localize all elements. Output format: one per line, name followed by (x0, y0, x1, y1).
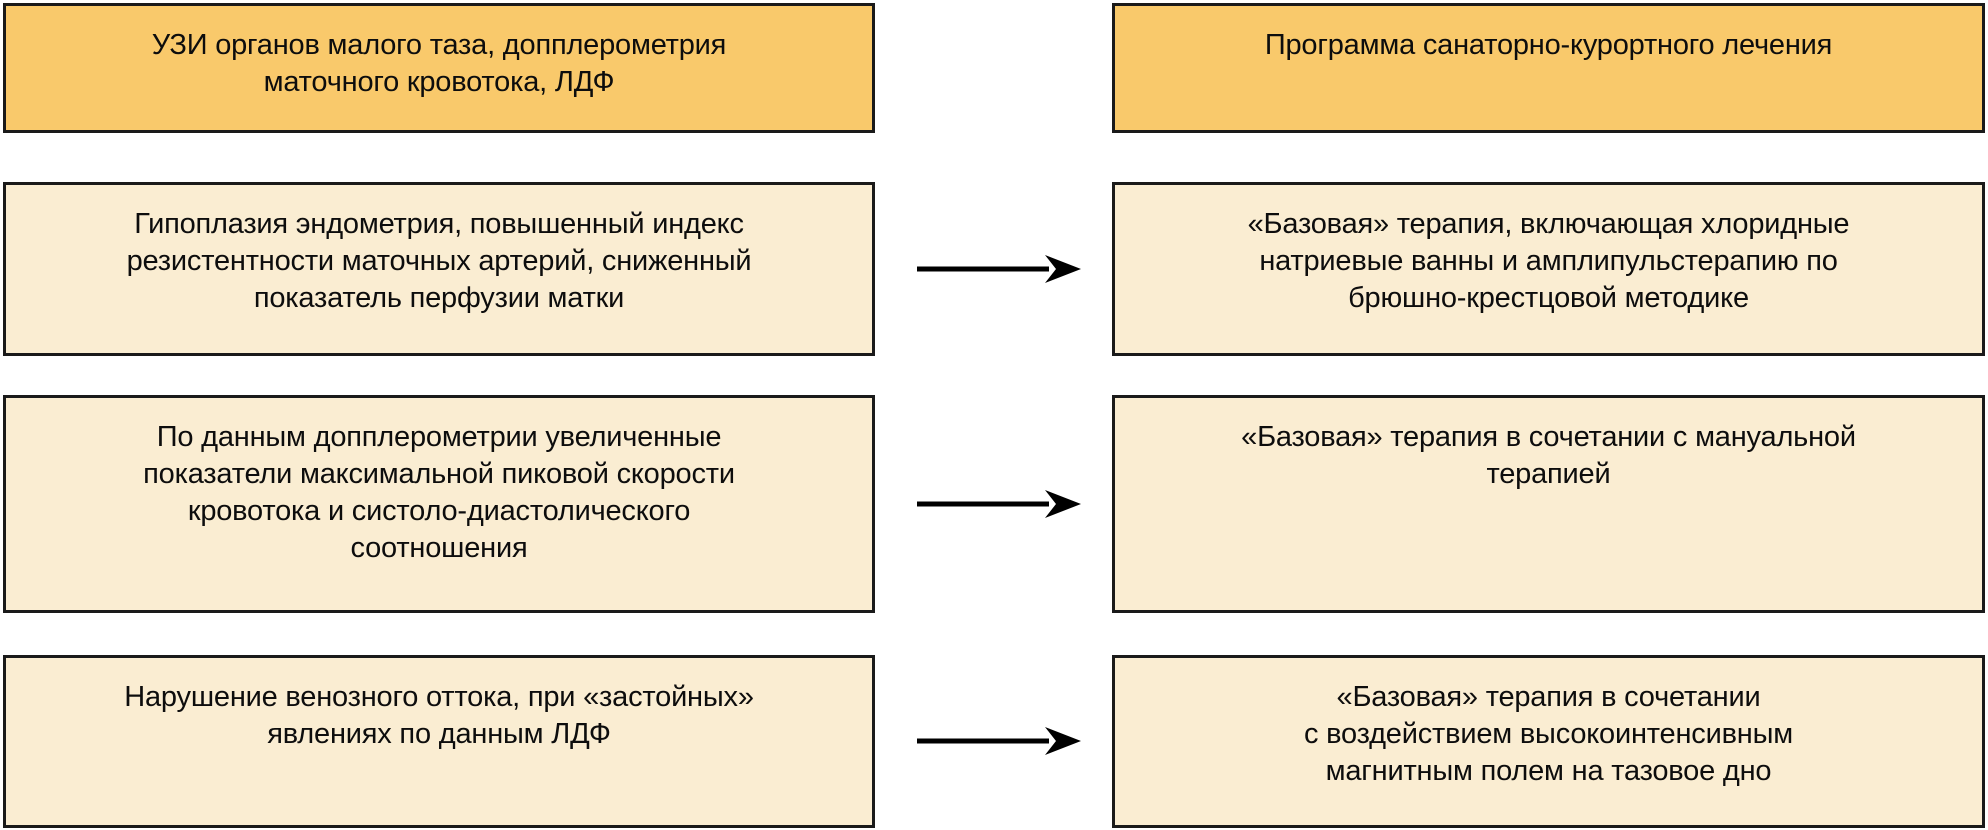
right-arrow-icon (915, 719, 1083, 763)
finding-box-venous-outflow: Нарушение венозного оттока, при «застойн… (3, 655, 875, 828)
treatment-box-manual-therapy: «Базовая» терапия в сочетании с мануальн… (1112, 395, 1985, 613)
header-box-treatment-program: Программа санаторно-курортного лечения (1112, 3, 1985, 133)
right-arrow-icon (915, 247, 1083, 291)
treatment-box-magnetic-field: «Базовая» терапия в сочетании с воздейст… (1112, 655, 1985, 828)
finding-box-endometrial-hypoplasia: Гипоплазия эндометрия, повышенный индекс… (3, 182, 875, 356)
finding-box-doppler-increased-velocity: По данным допплерометрии увеличенные пок… (3, 395, 875, 613)
right-arrow-icon (915, 482, 1083, 526)
treatment-box-base-therapy: «Базовая» терапия, включающая хлоридные … (1112, 182, 1985, 356)
header-box-diagnostics: УЗИ органов малого таза, допплерометрия … (3, 3, 875, 133)
